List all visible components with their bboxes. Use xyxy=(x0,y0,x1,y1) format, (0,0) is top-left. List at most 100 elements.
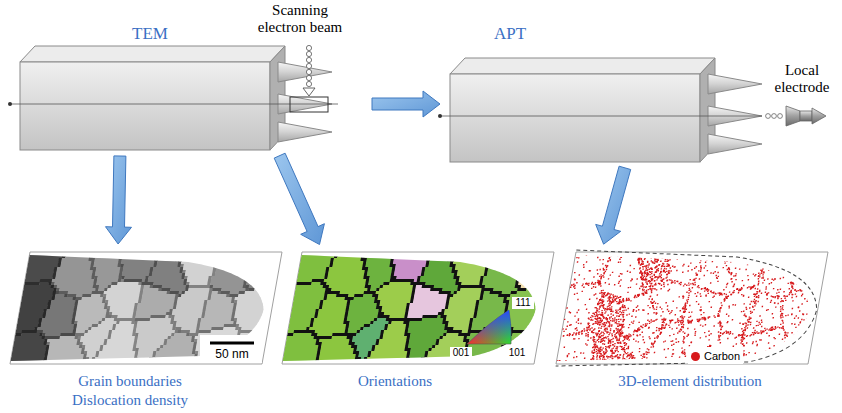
grain xyxy=(241,327,269,330)
grain xyxy=(75,330,85,333)
carbon-atom xyxy=(666,266,668,267)
grain xyxy=(105,315,112,318)
carbon-atom xyxy=(707,253,709,254)
carbon-atom xyxy=(727,269,729,270)
carbon-atoms xyxy=(556,252,829,365)
grain xyxy=(236,303,273,306)
carbon-atom xyxy=(639,255,641,256)
carbon-atom xyxy=(766,298,768,299)
grain xyxy=(167,339,192,342)
grain xyxy=(177,297,208,300)
grain xyxy=(282,363,316,366)
grain xyxy=(489,261,517,264)
grain xyxy=(94,258,119,261)
carbon-atom xyxy=(642,273,644,274)
carbon-atom xyxy=(618,340,620,341)
carbon-atom xyxy=(580,323,582,324)
grain xyxy=(516,291,547,294)
grain xyxy=(360,363,367,366)
carbon-atom xyxy=(605,328,607,329)
carbon-atom xyxy=(597,273,599,274)
carbon-atom xyxy=(708,334,710,335)
grain xyxy=(430,252,434,255)
carbon-atom xyxy=(720,302,722,303)
carbon-atom xyxy=(593,360,595,361)
grain xyxy=(378,294,412,297)
carbon-atom xyxy=(788,252,790,253)
grain xyxy=(311,282,321,285)
grain xyxy=(409,321,443,324)
grain xyxy=(369,276,391,279)
grain xyxy=(40,279,53,282)
grain xyxy=(309,327,346,330)
grain xyxy=(95,273,120,276)
grain xyxy=(395,264,426,267)
carbon-atom xyxy=(803,353,805,354)
grain xyxy=(85,360,89,363)
block-front xyxy=(20,62,270,150)
carbon-atom xyxy=(816,285,818,286)
carbon-atom xyxy=(581,285,583,286)
carbon-atom xyxy=(767,309,769,310)
grain xyxy=(117,282,139,285)
grain xyxy=(11,357,45,360)
carbon-atom xyxy=(652,285,654,286)
carbon-atom xyxy=(609,332,611,333)
carbon-atom xyxy=(623,342,625,343)
carbon-atom xyxy=(815,285,817,286)
carbon-atom xyxy=(668,254,670,255)
carbon-atom xyxy=(663,341,665,342)
grain xyxy=(110,306,135,309)
grain xyxy=(43,360,47,363)
grain xyxy=(394,255,431,258)
grain xyxy=(323,300,348,303)
carbon-atom xyxy=(793,263,795,264)
carbon-atom xyxy=(818,293,820,294)
carbon-atom xyxy=(610,341,612,342)
grain xyxy=(365,264,390,267)
carbon-atom xyxy=(612,318,614,319)
grain xyxy=(107,339,135,342)
grain xyxy=(218,255,222,258)
grain xyxy=(289,321,311,324)
grain xyxy=(339,291,364,294)
grain xyxy=(159,348,193,351)
carbon-atom xyxy=(806,334,808,335)
carbon-atom xyxy=(642,309,644,310)
grain xyxy=(391,252,395,255)
carbon-atom xyxy=(696,274,698,275)
carbon-atom xyxy=(631,278,633,279)
carbon-atom xyxy=(683,338,685,339)
grain xyxy=(488,267,516,270)
grain xyxy=(445,252,449,255)
carbon-atom xyxy=(666,274,668,275)
grain xyxy=(177,300,205,303)
carbon-atom xyxy=(687,299,689,300)
carbon-atom xyxy=(710,307,712,308)
grain xyxy=(234,297,274,300)
grain xyxy=(414,294,448,297)
carbon-atom xyxy=(645,325,647,326)
grain xyxy=(326,297,345,300)
grain xyxy=(223,363,263,366)
grain xyxy=(386,318,423,321)
carbon-atom xyxy=(594,343,596,344)
beam-dot xyxy=(306,63,311,68)
carbon-atom xyxy=(615,356,617,357)
grain xyxy=(422,315,438,318)
grain xyxy=(211,294,227,297)
grain xyxy=(293,333,312,336)
grain xyxy=(332,264,363,267)
grain xyxy=(420,276,454,279)
carbon-atom xyxy=(691,269,693,270)
grain xyxy=(174,318,199,321)
tem-micrograph xyxy=(10,252,283,366)
grain xyxy=(297,279,313,282)
grain xyxy=(318,312,346,315)
grain xyxy=(520,252,554,255)
grain xyxy=(327,294,337,297)
grain xyxy=(507,342,538,345)
grain xyxy=(371,351,408,354)
carbon-atom xyxy=(654,263,656,264)
carbon-atom xyxy=(759,363,761,364)
